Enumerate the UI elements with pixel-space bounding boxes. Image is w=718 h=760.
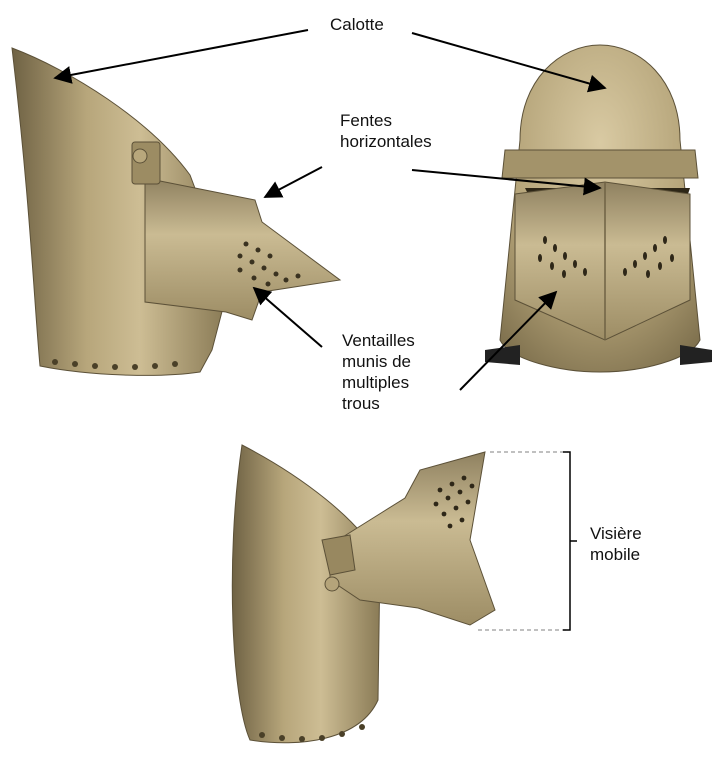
label-ventailles: Ventailles munis de multiples trous	[342, 330, 415, 414]
arrow-calotte-left	[55, 30, 308, 78]
arrow-fentes-left	[265, 167, 322, 197]
helmet-side-view	[12, 48, 340, 375]
helmet-front-view	[485, 45, 712, 372]
helmet-tq-rivet	[325, 577, 339, 591]
label-visiere-mobile: Visière mobile	[590, 523, 642, 565]
helmet-front-brow-band	[502, 150, 698, 178]
helmet-threequarter-view	[232, 445, 495, 743]
helmet-side-visor	[145, 178, 340, 320]
arrow-ventailles-left	[254, 288, 322, 347]
helmet-side-hinge	[132, 142, 160, 184]
helmet-side-rivet	[133, 149, 147, 163]
label-calotte: Calotte	[330, 14, 384, 35]
label-fentes-horizontales: Fentes horizontales	[340, 110, 432, 152]
